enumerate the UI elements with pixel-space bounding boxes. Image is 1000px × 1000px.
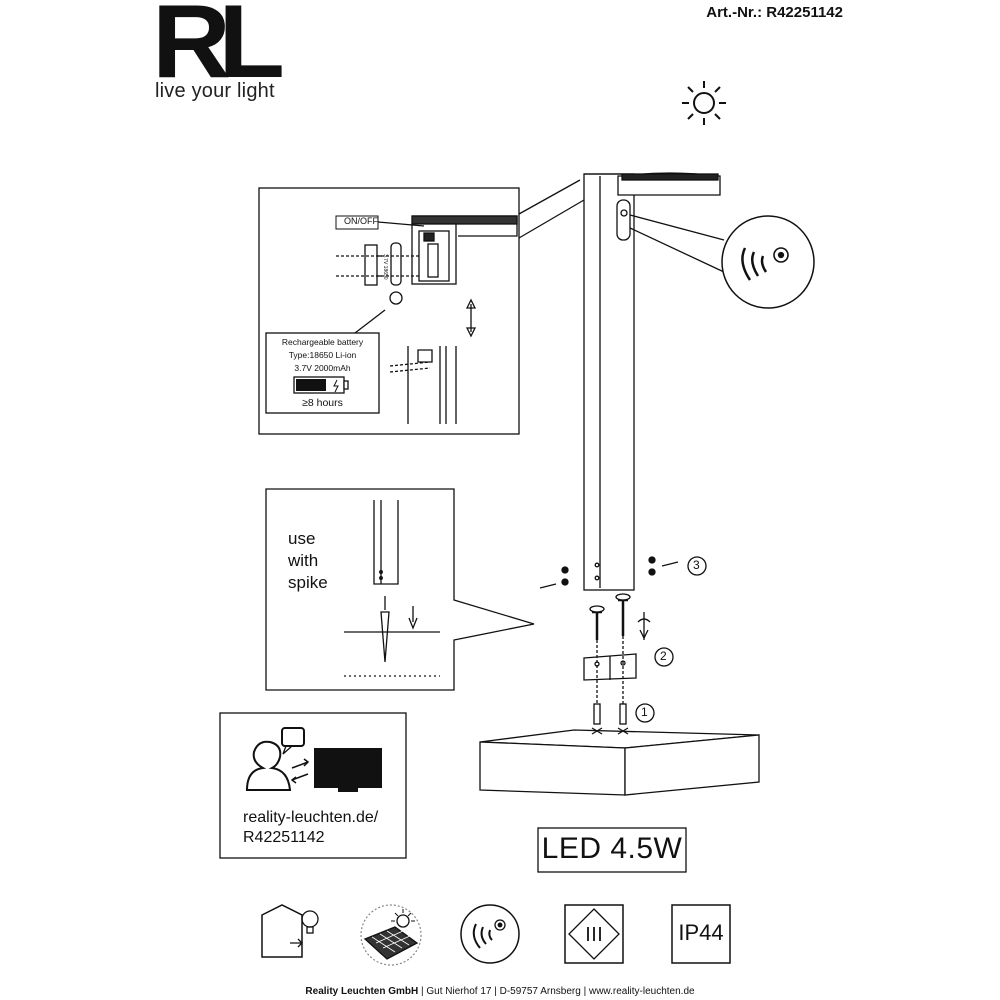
step-1-label: 1 — [641, 705, 648, 719]
cell-print: 3.7V 18650 — [382, 254, 388, 280]
anchor-plugs — [591, 703, 629, 735]
motion-sensor-icon — [721, 215, 815, 309]
mounting-bracket — [583, 653, 637, 681]
bollard-pole — [583, 172, 721, 591]
ip-rating-box — [671, 904, 731, 964]
battery-info: Rechargeable battery Type:18650 Li-ion 3… — [266, 336, 379, 375]
step-2-label: 2 — [660, 649, 667, 663]
battery-capacity: 3.7V 2000mAh — [294, 363, 351, 373]
led-rating-box — [537, 827, 687, 873]
motion-detector-badge-icon — [460, 904, 520, 964]
brand-logo: RL — [152, 0, 285, 100]
spike-instruction: use with spike — [288, 528, 328, 594]
step-2-circle — [654, 647, 674, 667]
solar-panel-icon — [360, 904, 422, 966]
spike-pole — [373, 500, 418, 663]
spike-detail-box — [265, 488, 535, 691]
sun-icon — [682, 81, 726, 125]
footer-city: D-59757 Arnsberg — [499, 986, 581, 997]
monitor-icon — [314, 748, 382, 792]
swap-arrows-icon — [290, 758, 310, 784]
spike-line-2: with — [288, 551, 319, 570]
article-number: Art.-Nr.: R42251142 — [706, 4, 843, 21]
switch-label: ON/OFF — [344, 216, 378, 226]
side-screws — [539, 556, 679, 589]
brand-tagline: live your light — [155, 80, 275, 102]
step-3-label: 3 — [693, 558, 700, 572]
footer-company: Reality Leuchten GmbH — [305, 986, 419, 997]
footer: Reality Leuchten GmbH | Gut Nierhof 17 |… — [305, 986, 695, 997]
rotate-icon — [389, 291, 403, 305]
spike-line-1: use — [288, 529, 316, 548]
battery-runtime: ≥8 hours — [302, 397, 343, 409]
battery-type: Type:18650 Li-ion — [288, 350, 357, 360]
ip-rating: IP44 — [678, 920, 724, 945]
led-rating: LED 4.5W — [541, 832, 683, 865]
step-1-circle — [635, 703, 655, 723]
mounting-base — [479, 729, 760, 796]
protection-class-icon — [564, 904, 624, 964]
footer-address: Gut Nierhof 17 — [426, 986, 492, 997]
battery-title: Rechargeable battery — [281, 337, 364, 347]
step-3-circle — [687, 556, 707, 576]
vertical-arrow — [465, 298, 477, 338]
footer-website[interactable]: www.reality-leuchten.de — [588, 986, 695, 997]
rotation-arrow — [637, 612, 651, 640]
screws — [589, 593, 631, 640]
support-url-line-2[interactable]: R42251142 — [243, 829, 325, 846]
support-url[interactable]: reality-leuchten.de/ R42251142 — [243, 808, 378, 848]
house-light-icon — [261, 904, 319, 958]
help-person-icon — [245, 727, 305, 791]
support-url-line-1[interactable]: reality-leuchten.de/ — [243, 809, 379, 826]
ground-soil — [344, 631, 440, 677]
spike-line-3: spike — [288, 573, 328, 592]
